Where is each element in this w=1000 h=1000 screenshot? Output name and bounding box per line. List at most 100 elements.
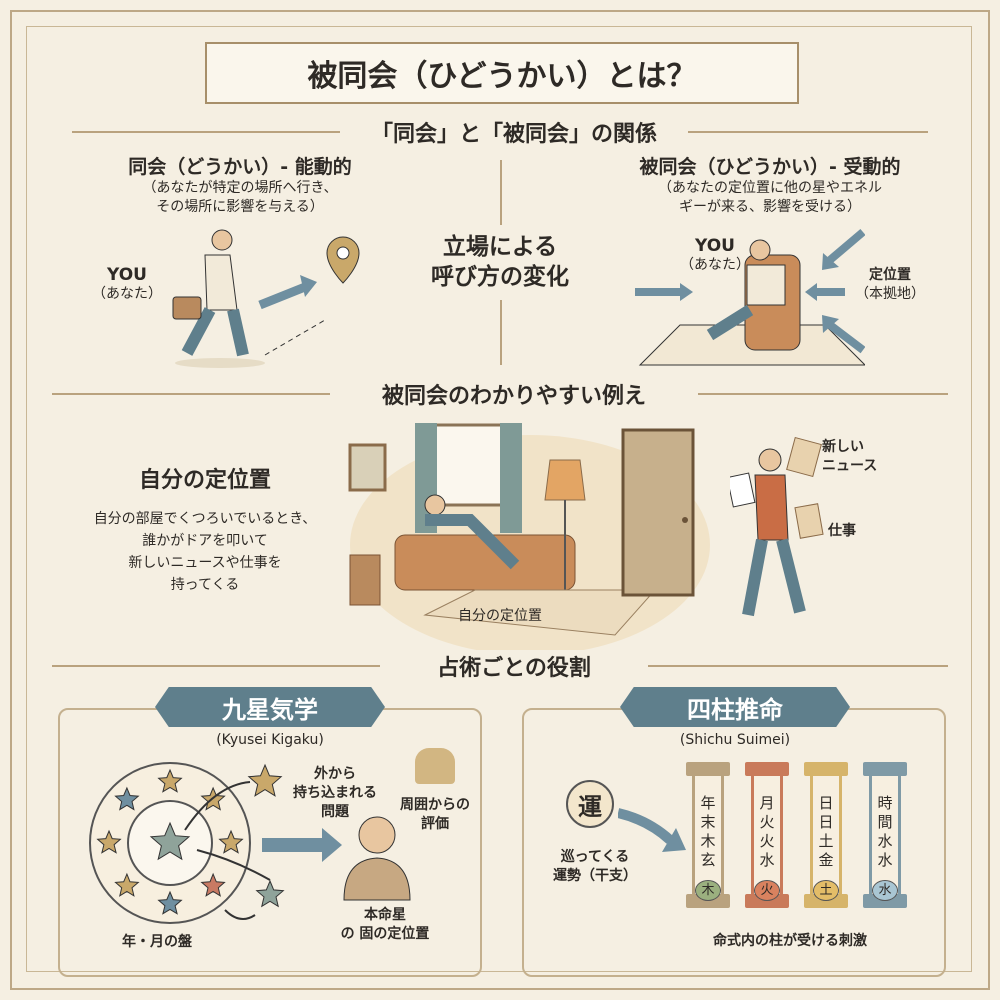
- label-line: の 固の定位置: [340, 926, 430, 942]
- pillar-char: 金: [818, 851, 834, 869]
- pillar-char: 水: [759, 851, 775, 869]
- star-icon: [157, 768, 183, 793]
- pillar-base: [745, 894, 789, 908]
- shichu-banner: 四柱推命: [620, 687, 850, 727]
- hidoukai-desc: ギーが来る、影響を受ける）: [679, 199, 861, 215]
- divider: [500, 160, 502, 225]
- label-line: 問題: [321, 804, 349, 820]
- pillar-char: 土: [818, 832, 834, 850]
- home-position-label: 定位置 （本拠地）: [855, 266, 925, 304]
- section-heading-example: 被同会のわかりやすい例え: [330, 378, 698, 410]
- pillar-cap: [686, 762, 730, 776]
- star-icon: [114, 872, 140, 897]
- pillar: 時間水水水: [863, 762, 907, 912]
- you-label-right: YOU （あなた）: [680, 236, 750, 275]
- news-label: 新しい ニュース: [822, 438, 877, 476]
- visitor-illustration: [730, 448, 806, 617]
- pillar-base: [686, 894, 730, 908]
- label-line: 運勢（干支）: [553, 868, 637, 884]
- pillar-char: 月: [759, 794, 775, 812]
- honmei-label: 本命星 の 固の定位置: [320, 906, 450, 944]
- example-line: 新しいニュースや仕事を: [128, 555, 282, 571]
- example-line: 持ってくる: [170, 577, 240, 593]
- walking-person-illustration: [172, 229, 360, 368]
- pillar-shaft: 時間水水水: [869, 776, 901, 901]
- pillars-group: 年末木玄木月火火水火日日土金土時間水水水: [686, 762, 907, 912]
- pillar-char: 火: [759, 813, 775, 831]
- people-icon: [415, 748, 455, 784]
- arrow-icon: [618, 808, 686, 852]
- star-icon: [157, 890, 183, 915]
- element-badge: 水: [872, 880, 898, 901]
- star-icon: [218, 829, 244, 854]
- star-icon: [96, 829, 122, 854]
- example-line: 自分の部屋でくつろいでいるとき、: [93, 511, 317, 527]
- pillar-char: 間: [877, 813, 893, 831]
- you-text: YOU: [695, 236, 735, 256]
- doukai-title: 同会（どうかい）- 能動的: [128, 156, 352, 178]
- star-icon: [200, 872, 226, 897]
- star-icon: [255, 879, 285, 908]
- pillar-shaft: 日日土金土: [810, 776, 842, 901]
- pillar-char: 水: [877, 851, 893, 869]
- shichu-roman: (Shichu Suimei): [679, 732, 791, 748]
- hidoukai-title: 被同会（ひどうかい）- 受動的: [639, 156, 901, 178]
- section-heading-relation: 「同会」と「被同会」の関係: [340, 116, 688, 148]
- person-arrow-illustration: [262, 816, 411, 901]
- outside-problem-label: 外から 持ち込まれる 問題: [285, 765, 385, 822]
- pillar-cap: [804, 762, 848, 776]
- pos-text: 定位置: [869, 267, 911, 283]
- position-change-label: 立場による 呼び方の変化: [410, 232, 590, 292]
- pos-sub: （本拠地）: [855, 286, 925, 302]
- pillar-caption: 命式内の柱が受ける刺激: [713, 933, 867, 949]
- pillar: 日日土金土: [804, 762, 848, 912]
- pillar-base: [804, 894, 848, 908]
- element-badge: 木: [695, 880, 721, 901]
- label-line: 持ち込まれる: [293, 785, 377, 801]
- pillar-char: 水: [877, 832, 893, 850]
- hidoukai-block: 被同会（ひどうかい）- 受動的 （あなたの定位置に他の星やエネル ギーが来る、影…: [620, 152, 920, 217]
- doukai-desc: その場所に影響を与える）: [156, 199, 324, 215]
- flow-label: 巡ってくる 運勢（干支）: [540, 848, 650, 886]
- divider: [500, 300, 502, 365]
- pillar-shaft: 月火火水火: [751, 776, 783, 901]
- you-label: YOU （あなた）: [92, 265, 162, 304]
- element-badge: 火: [754, 880, 780, 901]
- pillar: 月火火水火: [745, 762, 789, 912]
- pillar-base: [863, 894, 907, 908]
- pillar-shaft: 年末木玄木: [692, 776, 724, 901]
- evaluation-label: 周囲からの 評価: [390, 796, 480, 834]
- section-heading-roles: 占術ごとの役割: [380, 650, 648, 682]
- star-icon: [247, 763, 283, 797]
- pillar-char: 木: [700, 832, 716, 850]
- pillar-cap: [745, 762, 789, 776]
- pillar-char: 日: [818, 794, 834, 812]
- fortune-badge: 運: [566, 780, 614, 828]
- pillar-char: 年: [700, 794, 716, 812]
- living-room-illustration: [348, 423, 710, 650]
- example-text: 自分の定位置 自分の部屋でくつろいでいるとき、 誰かがドアを叩いて 新しいニュー…: [60, 462, 350, 596]
- board-label: 年・月の盤: [122, 934, 192, 950]
- pillar: 年末木玄木: [686, 762, 730, 912]
- you-sub: （あなた）: [680, 257, 750, 273]
- page-title: 被同会（ひどうかい）とは？: [205, 42, 799, 104]
- label-line: 本命星: [364, 907, 406, 923]
- pillar-char: 玄: [700, 851, 716, 869]
- kyusei-board-illustration: [89, 762, 285, 924]
- kyusei-roman: (Kyusei Kigaku): [216, 732, 324, 748]
- outer-frame: [10, 10, 990, 990]
- kyusei-banner: 九星気学: [155, 687, 385, 727]
- inner-frame: [26, 26, 972, 972]
- pillar-char: 末: [700, 813, 716, 831]
- you-sub: （あなた）: [92, 286, 162, 302]
- hidoukai-desc: （あなたの定位置に他の星やエネル: [658, 180, 882, 196]
- label-line: 周囲からの: [400, 797, 470, 813]
- element-badge: 土: [813, 880, 839, 901]
- pillar-char: 火: [759, 832, 775, 850]
- example-line: 誰かがドアを叩いて: [142, 533, 268, 549]
- star-icon: [114, 786, 140, 811]
- label-line: 評価: [421, 816, 449, 832]
- news-line: ニュース: [822, 458, 878, 474]
- pillar-char: 時: [877, 794, 893, 812]
- pillar-char: 日: [818, 813, 834, 831]
